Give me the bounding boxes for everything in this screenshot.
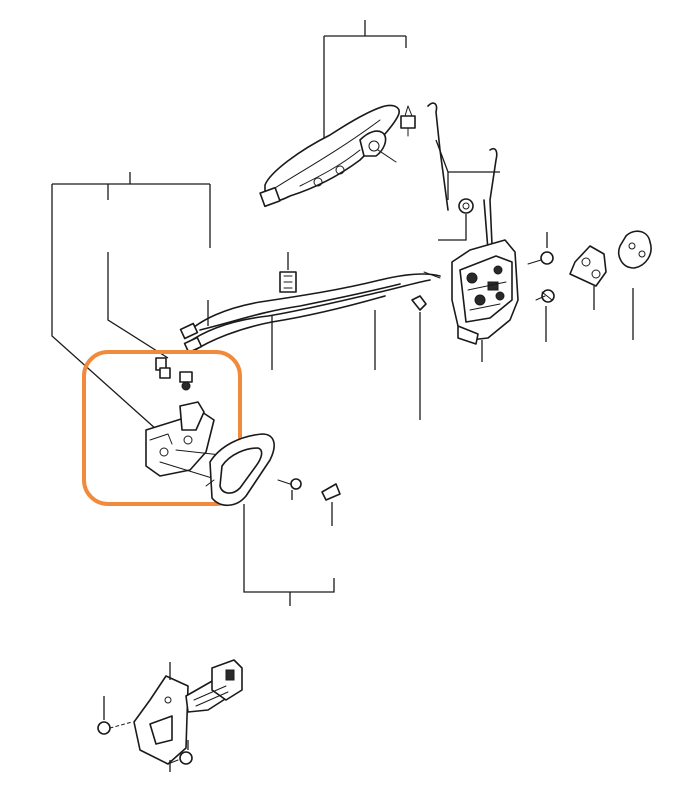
inside-door-handle-bezel[interactable] — [205, 433, 275, 507]
door-lock-actuator[interactable] — [451, 239, 519, 362]
lock-rods[interactable] — [427, 102, 498, 251]
grommet[interactable] — [411, 295, 427, 420]
bezel-screw[interactable] — [277, 478, 302, 500]
actuator-screw[interactable] — [527, 232, 554, 265]
outside-door-handle-callout — [323, 20, 407, 175]
rod-clip[interactable] — [438, 198, 474, 241]
inside-door-handle-bracket[interactable] — [145, 401, 231, 479]
bracket-clips[interactable] — [155, 357, 193, 391]
door-check-assembly[interactable] — [133, 659, 243, 765]
check-bolts[interactable] — [97, 696, 193, 765]
inside-handle-callout — [51, 172, 211, 439]
bezel-cap[interactable] — [321, 483, 341, 526]
lock-gasket[interactable] — [618, 230, 652, 340]
bezel-callout — [243, 504, 335, 606]
cable-clip[interactable] — [279, 252, 297, 293]
outside-door-handle[interactable] — [259, 104, 400, 208]
striker-plate[interactable] — [569, 245, 607, 310]
cable-callouts — [207, 300, 376, 370]
striker-screw[interactable] — [535, 289, 555, 342]
rod-callout — [435, 139, 500, 200]
highlight-frame — [82, 350, 242, 506]
inside-lock-cables[interactable] — [179, 271, 441, 354]
handle-clip[interactable] — [400, 105, 416, 137]
